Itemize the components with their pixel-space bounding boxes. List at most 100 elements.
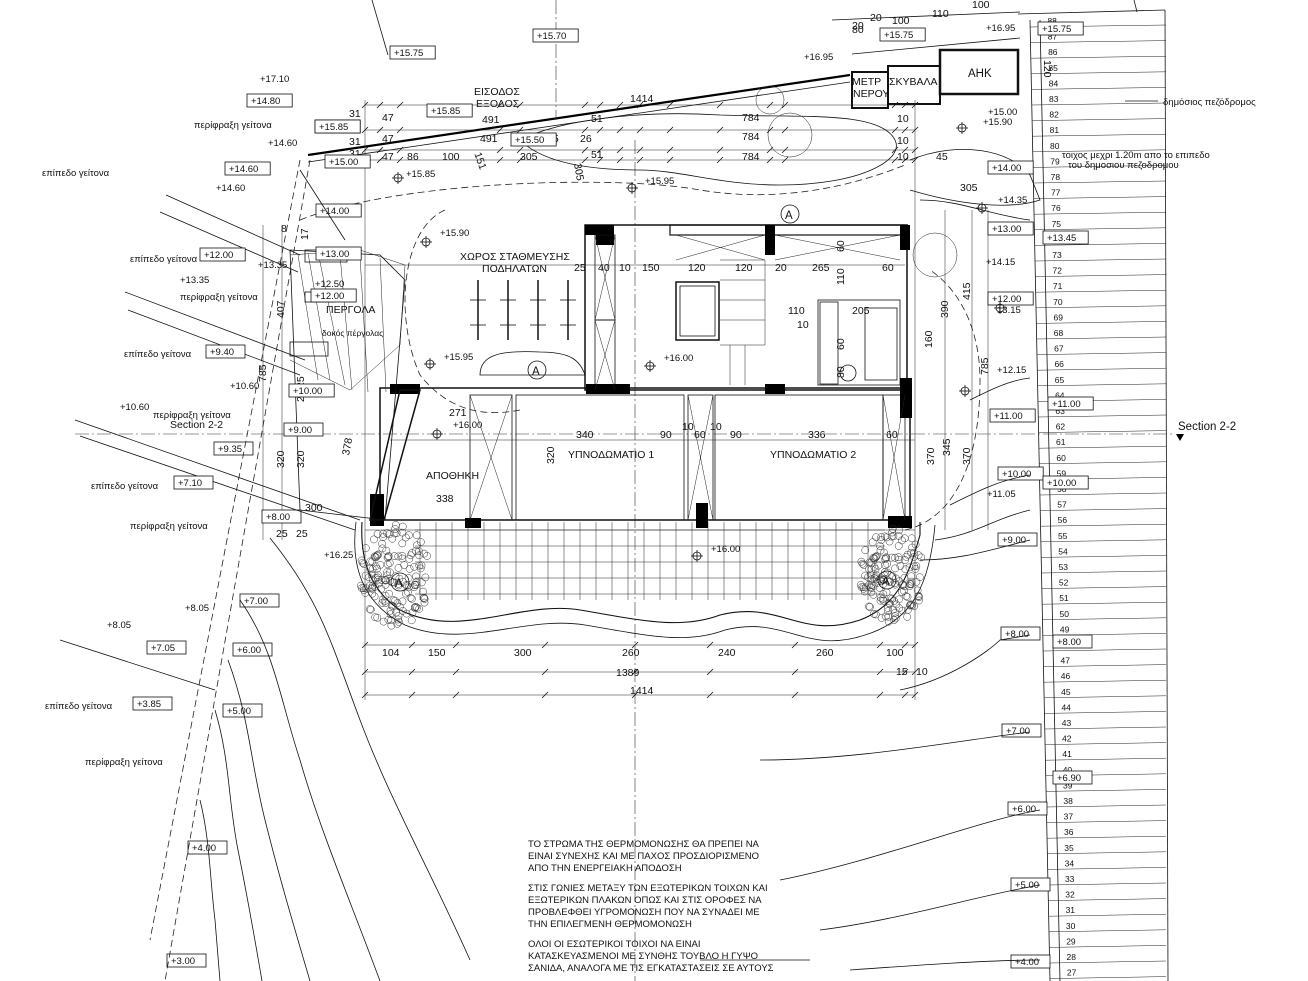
dim: 10 [682,421,694,433]
stair-number: 65 [1055,375,1065,385]
stair-number: 87 [1048,32,1058,42]
level-tag: +8.00 [1057,637,1081,648]
level-tag: +14.80 [251,96,280,107]
dim: 47 [382,133,394,145]
level-tag: +6.90 [1057,773,1081,784]
neighbour-level-tag: +14.60 [229,164,258,175]
level-tag: +5.00 [1015,880,1039,891]
dim: 390 [939,300,951,318]
level-tag: +16.00 [664,353,693,364]
dim: 86 [407,151,419,163]
stair-number: 64 [1055,390,1065,400]
stair-number: 84 [1049,78,1059,88]
level-tag: +7.05 [151,643,175,654]
dim: 338 [436,493,454,505]
dim: 60 [886,429,898,441]
level-tag: +14.60 [216,183,245,194]
dim-top-chain: 100 [972,0,990,11]
dim: 407 [275,300,287,318]
level-tag-box [1000,626,1041,641]
meter-label-1: ΜΕΤΡ [852,76,881,88]
stair-number: 53 [1059,562,1069,572]
dim: 340 [576,429,594,441]
dim: 60 [882,262,894,274]
neighbour-level-tag: +12.00 [204,250,233,261]
level-tag-box [997,466,1044,481]
level-tag: +14.35 [998,195,1027,206]
level-tag: +12.00 [315,291,344,302]
wall-note-2: του δημοσιου πεζοδρομου [1068,160,1179,171]
bike-parking-label-1: ΧΩΡΟΣ ΣΤΑΘΜΕΥΣΗΣ [460,251,570,263]
dim: 305 [571,162,586,181]
note-line: ΚΑΤΑΣΚΕΥΑΣΜΕΝΟΙ ΜΕ ΣΥΝΘΗΣ ΤΟΥΒΛΟ Η ΓΥΨΟ [528,951,758,962]
level-tag: +16.00 [453,420,482,431]
stair-number: 54 [1058,546,1068,556]
stair-number: 79 [1050,156,1060,166]
level-tag: +11.00 [994,411,1023,422]
level-tag-box [987,221,1034,236]
level-tag-box [1052,770,1093,785]
level-tag: +10.60 [230,381,259,392]
stair-number: 41 [1062,749,1072,759]
level-tag: +10.60 [120,402,149,413]
stair-number: 66 [1054,359,1064,369]
dim-bottom: 300 [514,647,532,659]
dim-top-chain: 20 [852,20,864,32]
dim: 320 [275,450,287,468]
stair-number: 43 [1062,718,1072,728]
dim: 120 [1041,60,1053,78]
dim: 80 [835,366,847,378]
level-tag: +12.00 [992,294,1021,305]
stair-number: 35 [1064,843,1074,853]
stair-number: 46 [1061,671,1071,681]
stair-number: 49 [1060,624,1070,634]
level-tag-box [288,383,335,398]
dim: 320 [545,446,557,464]
level-tag: +16.95 [804,52,833,63]
note-line: ΠΡΟΒΛΕΦΘΕΙ ΥΓΡΟΜΟΝΩΣΗ ΠΟΥ ΝΑ ΣΥΝΑΔΕΙ ΜΕ [528,907,760,918]
level-tag: +15.75 [1042,24,1071,35]
stair-number: 51 [1059,593,1069,603]
level-tag: +13.35 [258,260,287,271]
dim: 60 [835,338,847,350]
public-sidewalk-label: δημόσιος πεζόδρομος [1163,97,1256,108]
dim: 8 [281,223,287,235]
dim-top-chain: 80 [852,24,864,36]
neighbour-level-tag: +9.40 [210,347,234,358]
level-tag-box [510,132,557,147]
stair-number: 55 [1058,531,1068,541]
stair-number: 68 [1054,328,1064,338]
bike-parking-label-2: ΠΟΔΗΛΑΤΩΝ [482,263,547,275]
house-outline: ΑΠΟΘΗΚΗ ΥΠΝΟΔΩΜΑΤΙΟ 1 ΥΠΝΟΔΩΜΑΤΙΟ 2 [369,224,912,528]
stair-number: 78 [1051,172,1061,182]
dim: 160 [923,330,935,348]
level-tag-box [987,160,1034,175]
dim: 90 [660,429,672,441]
level-tag: +11.00 [1052,399,1081,410]
stair-number: 77 [1051,188,1061,198]
level-tag-box [261,509,302,524]
dim: 25 [276,528,288,540]
dim: 205 [852,305,870,317]
pergola-beam-label: δοκός πέργολας [322,328,383,338]
neighbour-annotation: επίπεδο γείτονα [42,168,110,179]
level-tag-box [1037,21,1084,36]
dim: 415 [961,282,973,300]
dim-bottom: 240 [718,647,736,659]
level-tag: +15.50 [515,135,544,146]
neighbour-level-tag: +7.10 [178,478,202,489]
dim: 25 [574,262,586,274]
dim: 265 [812,262,830,274]
level-tag-box [1010,954,1051,969]
dim: 25 [296,528,308,540]
level-tag-box [1010,877,1051,892]
level-tag: +17.10 [260,74,289,85]
dim: 45 [936,151,948,163]
note-line: ΣΤΙΣ ΓΩΝΙΕΣ ΜΕΤΑΞΥ ΤΩΝ ΕΞΩΤΕΡΙΚΩΝ ΤΟΙΧΩΝ… [528,883,768,894]
stair-number: 32 [1065,890,1075,900]
level-tag: +12.15 [997,365,1026,376]
level-tag: +15.75 [394,48,423,59]
stair-number: 80 [1050,141,1060,151]
neighbour-annotation: περίφραξη γείτονα [194,120,272,131]
level-tag: +14.60 [268,138,297,149]
